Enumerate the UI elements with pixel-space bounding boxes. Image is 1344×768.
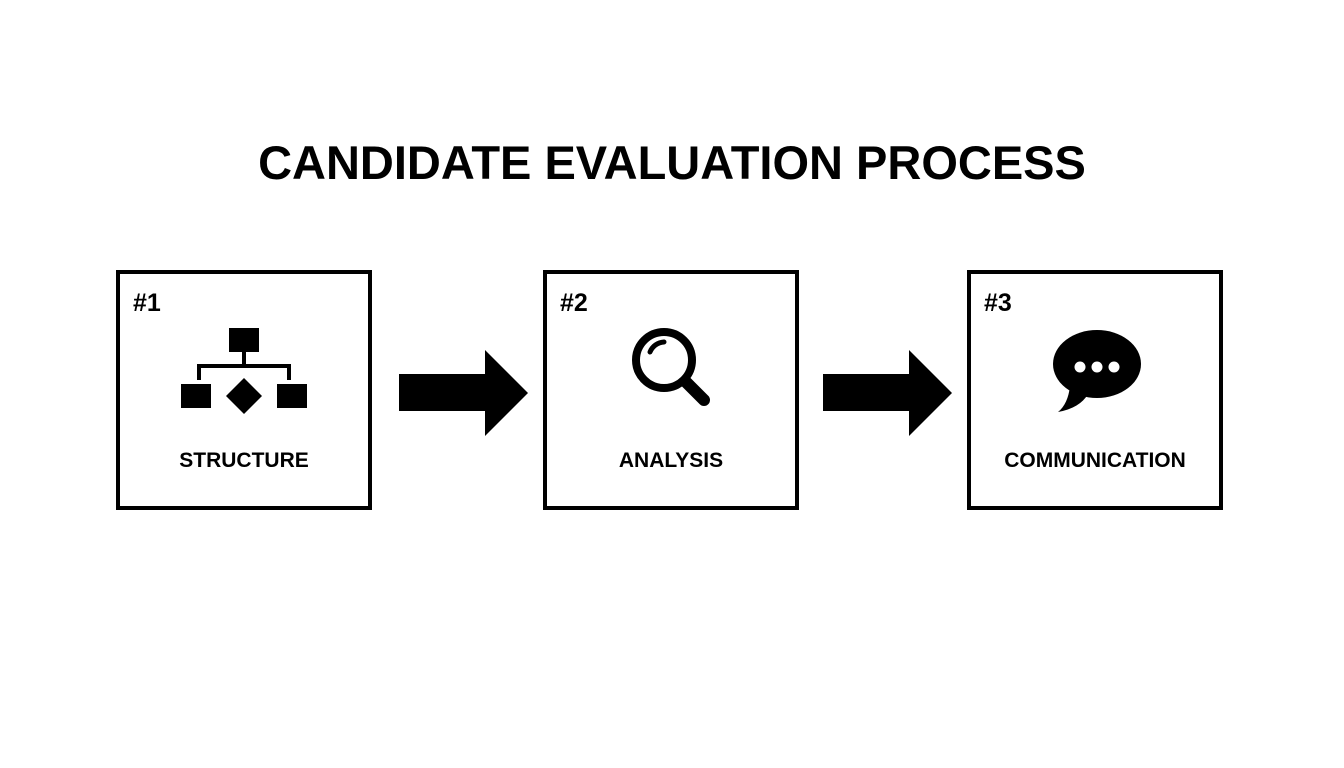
step-structure: #1 STRUCTURE [116, 270, 372, 510]
arrow-right-icon [399, 350, 529, 436]
step-number: #1 [133, 289, 161, 317]
step-analysis: #2 ANALYSIS [543, 270, 799, 510]
step-label: ANALYSIS [618, 449, 724, 472]
step-communication: #3 COMMUNICATION [967, 270, 1223, 510]
diagram-title: CANDIDATE EVALUATION PROCESS [258, 136, 1086, 189]
step-number: #3 [984, 289, 1012, 317]
magnifying-glass-icon [547, 322, 795, 422]
speech-bubble-icon [971, 322, 1219, 422]
step-label: STRUCTURE [179, 449, 309, 472]
hierarchy-flowchart-icon [120, 322, 368, 422]
step-number: #2 [560, 289, 588, 317]
step-label: COMMUNICATION [1004, 449, 1186, 472]
arrow-right-icon [823, 350, 953, 436]
